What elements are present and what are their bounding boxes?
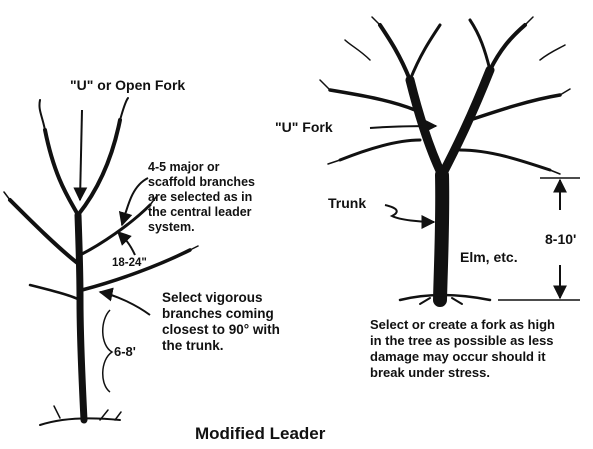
- scaffold-note: 4-5 major or scaffold branches are selec…: [148, 160, 255, 235]
- vigorous-note: Select vigorous branches coming closest …: [162, 290, 280, 354]
- fork-note-line: in the tree as possible as less: [370, 333, 554, 348]
- modified-leader-tree: [3, 97, 199, 426]
- tree-type-label: Elm, etc.: [460, 249, 518, 265]
- spacing-label: 18-24": [112, 257, 147, 269]
- scaffold-line: scaffold branches: [148, 175, 255, 189]
- open-fork-label: "U" or Open Fork: [70, 77, 186, 93]
- fork-note-line: Select or create a fork as high: [370, 317, 555, 332]
- fork-note: Select or create a fork as high in the t…: [370, 317, 555, 381]
- right-annotation-arrows: [369, 119, 580, 301]
- diagram-caption: Modified Leader: [195, 424, 326, 443]
- scaffold-line: system.: [148, 220, 195, 234]
- scaffold-line: the central leader: [148, 205, 252, 219]
- elm-tree: [319, 16, 571, 307]
- fork-note-line: break under stress.: [370, 365, 490, 380]
- trunk-label: Trunk: [328, 195, 367, 211]
- scaffold-line: 4-5 major or: [148, 160, 220, 174]
- vigorous-line: branches coming: [162, 306, 274, 321]
- right-height-label: 8-10': [545, 231, 577, 247]
- vigorous-line: closest to 90° with: [162, 322, 280, 337]
- u-fork-label: "U" Fork: [275, 119, 333, 135]
- fork-note-line: damage may occur should it: [370, 349, 546, 364]
- vigorous-line: the trunk.: [162, 338, 224, 353]
- scaffold-line: are selected as in: [148, 190, 253, 204]
- vigorous-line: Select vigorous: [162, 290, 263, 305]
- left-height-label: 6-8': [114, 344, 136, 359]
- left-annotation-arrows: [73, 109, 151, 393]
